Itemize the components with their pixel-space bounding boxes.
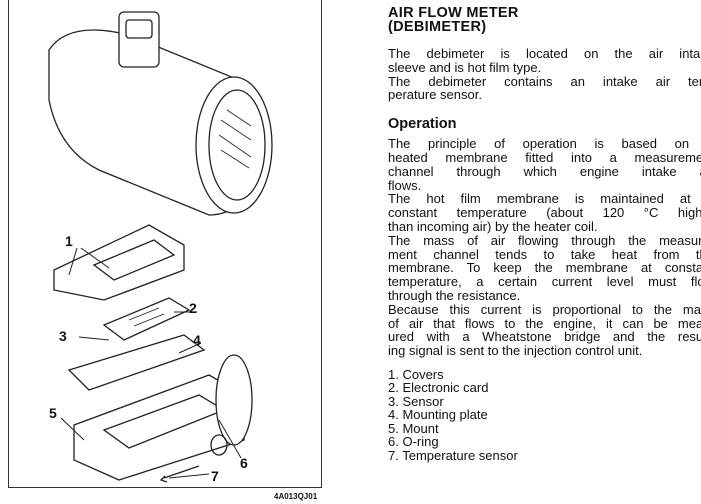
text-line: ured with a Wheatstone bridge and the re… (388, 329, 701, 345)
callout-5: 5 (49, 405, 57, 421)
legend-item: 5. Mount (388, 420, 439, 436)
text-line: The principle of operation is based on a (388, 136, 701, 152)
text-line: of air that flows to the engine, it can … (388, 315, 701, 331)
legend-item: 7. Temperature sensor (388, 447, 518, 463)
text-line: flows. (388, 177, 422, 193)
operation-heading: Operation (388, 116, 457, 133)
callout-4: 4 (193, 332, 201, 348)
legend-item: 3. Sensor (388, 393, 444, 409)
text-line: temperature, a certain current level mus… (388, 274, 701, 290)
operation-text: The principle of operation is based on a… (388, 137, 701, 358)
text-line: The mass of air flowing through the meas… (388, 232, 701, 248)
legend-item: 1. Covers (388, 366, 444, 382)
title-line: (DEBIMETER) (388, 19, 487, 35)
callout-3: 3 (59, 328, 67, 344)
figure-code: 4A013QJ01 (274, 492, 318, 501)
callout-1: 1 (65, 233, 73, 249)
text-line: than incoming air) by the heater coil. (388, 218, 598, 234)
section-title: AIR FLOW METER(DEBIMETER) (388, 5, 701, 35)
exploded-diagram: 1 2 3 4 5 6 7 (8, 0, 322, 488)
text-line: Because this current is proportional to … (388, 301, 701, 317)
intro-text: The debimeter is located on the air inta… (388, 47, 701, 102)
text-line: heated membrane fitted into a measuremen… (388, 149, 701, 165)
legend-item: 2. Electronic card (388, 380, 489, 396)
text-column: AIR FLOW METER(DEBIMETER) The debimeter … (388, 6, 701, 462)
text-line: sleeve and is hot film type. (388, 59, 542, 75)
text-line: through the resistance. (388, 287, 521, 303)
text-line: The debimeter contains an intake air tem… (388, 73, 701, 89)
callout-7: 7 (211, 468, 219, 484)
parts-legend: 1. Covers 2. Electronic card 3. Sensor 4… (388, 368, 701, 463)
text-line: ing signal is sent to the injection cont… (388, 343, 643, 359)
text-line: The debimeter is located on the air inta… (388, 46, 701, 61)
title-line: AIR FLOW METER (388, 5, 519, 21)
callout-2: 2 (189, 300, 197, 316)
text-line: The hot film membrane is maintained at a (388, 191, 701, 207)
callout-6: 6 (240, 455, 248, 471)
text-line: ment channel tends to take heat from the (388, 246, 701, 262)
text-line: constant temperature (about 120 °C highe… (388, 205, 701, 221)
text-line: channel through which engine intake air (388, 163, 701, 179)
legend-item: 4. Mounting plate (388, 407, 488, 423)
text-line: perature sensor. (388, 87, 482, 103)
air-flow-meter-drawing (48, 11, 273, 483)
legend-item: 6. O-ring (388, 434, 439, 450)
text-line: membrane. To keep the membrane at consta… (388, 260, 701, 276)
